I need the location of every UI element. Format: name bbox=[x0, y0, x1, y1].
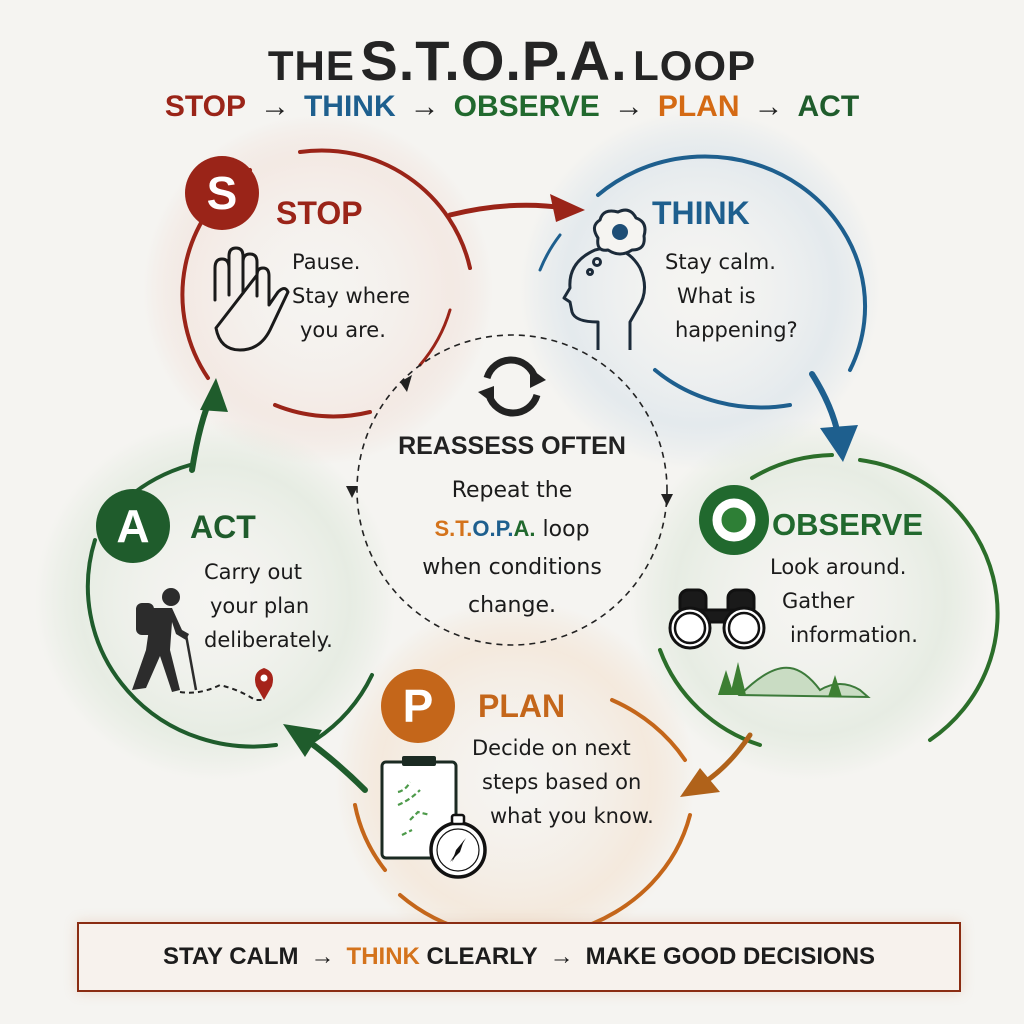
arrow-icon: → bbox=[409, 90, 440, 123]
plan-title: PLAN bbox=[478, 688, 566, 724]
reassess-dashed-circle bbox=[356, 334, 668, 646]
act-text: Carry out your plan deliberately. bbox=[204, 560, 333, 652]
observe-title: OBSERVE bbox=[772, 507, 924, 542]
sequence-stop: STOP bbox=[164, 90, 246, 123]
stop-text: Pause. Stay where you are. bbox=[292, 250, 411, 342]
arrow-icon: → bbox=[753, 90, 784, 123]
arrow-icon: → bbox=[259, 90, 290, 123]
think-text: Stay calm. What is happening? bbox=[665, 250, 798, 342]
think-title: THINK bbox=[652, 195, 750, 231]
hiker-icon bbox=[132, 588, 198, 692]
stopa-loop-line: S.T.O.P.A. loop bbox=[434, 516, 590, 542]
sequence-act: ACT bbox=[797, 90, 860, 123]
raised-hand-icon bbox=[213, 246, 290, 352]
stop-badge: S bbox=[206, 167, 238, 219]
page-title: THE S.T.O.P.A. LOOP bbox=[0, 28, 1024, 93]
arrow-icon: → bbox=[310, 943, 335, 970]
arrow-icon: → bbox=[549, 943, 574, 970]
binoculars-icon bbox=[668, 588, 766, 650]
sequence-think: THINK bbox=[303, 90, 396, 123]
plan-badge: P bbox=[402, 680, 434, 732]
title-prefix: THE bbox=[267, 42, 355, 89]
mountains-trees-icon bbox=[718, 662, 871, 699]
observe-badge bbox=[699, 485, 769, 555]
stop-title: STOP bbox=[276, 195, 363, 231]
title-acronym: S.T.O.P.A. bbox=[360, 29, 628, 92]
act-title: ACT bbox=[190, 509, 256, 545]
reassess-text: Repeat the S.T.O.P.A. loop when conditio… bbox=[380, 472, 644, 625]
location-pin-icon bbox=[255, 668, 273, 700]
clipboard-map-compass-icon bbox=[380, 756, 487, 879]
title-suffix: LOOP bbox=[633, 42, 757, 89]
sequence-observe: OBSERVE bbox=[453, 90, 600, 123]
observe-text: Look around. Gather information. bbox=[770, 555, 918, 647]
plan-text: Decide on next steps based on what you k… bbox=[472, 736, 654, 828]
act-badge: A bbox=[116, 500, 150, 552]
footer-banner bbox=[77, 922, 961, 992]
sequence-plan: PLAN bbox=[657, 90, 740, 123]
refresh-cycle-icon bbox=[483, 356, 541, 417]
footer-text: STAY CALM→THINK CLEARLY→MAKE GOOD DECISI… bbox=[162, 943, 876, 970]
sequence-subtitle: STOP → THINK → OBSERVE → PLAN → ACT bbox=[0, 90, 1024, 124]
reassess-title: REASSESS OFTEN bbox=[398, 432, 626, 460]
arrow-icon: → bbox=[613, 90, 644, 123]
